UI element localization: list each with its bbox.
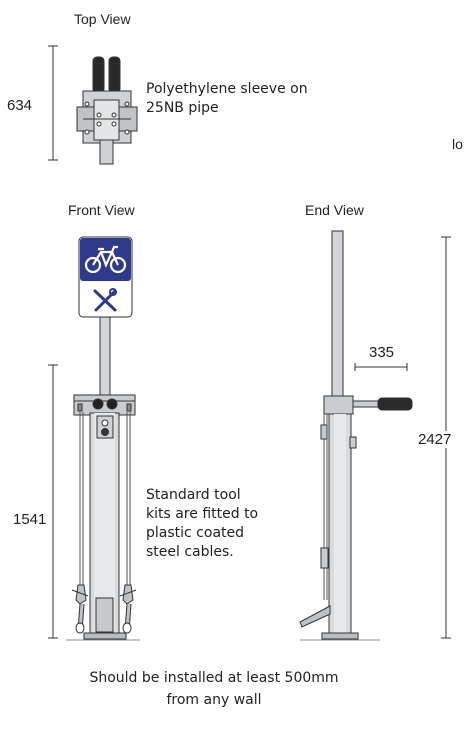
tool-note-line4: steel cables. (146, 544, 234, 560)
top-handle-right (108, 56, 121, 94)
end-handle-grip (377, 397, 413, 411)
installation-note-line1: Should be installed at least 500mm (89, 670, 339, 686)
front-tool-left (71, 584, 89, 634)
end-foot-pedal (299, 605, 331, 628)
installation-note: Should be installed at least 500mm from … (0, 667, 428, 711)
end-base-plate (321, 632, 359, 640)
bicycle-icon (84, 245, 127, 274)
end-head-bracket (323, 395, 354, 415)
end-view-title: End View (305, 202, 364, 218)
cut-off-text: lo (452, 136, 463, 152)
front-tool-right (119, 584, 137, 634)
front-height-label: 1541 (13, 511, 47, 528)
top-post-stub (99, 139, 114, 165)
tool-note-line1: Standard tool (146, 487, 241, 503)
end-upper-pole (331, 230, 344, 399)
front-base-plate (83, 632, 127, 640)
front-access-door (95, 597, 114, 633)
top-depth-label: 634 (7, 97, 33, 114)
front-view-drawing (48, 236, 140, 641)
front-upper-pole (99, 316, 111, 396)
end-handle-arm (352, 400, 380, 408)
top-view-drawing (48, 45, 138, 165)
total-height-label: 2427 (418, 431, 452, 448)
tool-note-line2: kits are fitted to (146, 506, 259, 522)
front-view-title: Front View (68, 202, 135, 218)
tools-icon (93, 288, 117, 312)
sign-bike-panel (80, 238, 131, 281)
top-handle-left (92, 56, 105, 94)
sleeve-note-line2: 25NB pipe (146, 100, 219, 116)
top-view-title: Top View (74, 11, 131, 27)
arm-length-label: 335 (369, 344, 395, 361)
sleeve-note-line1: Polyethylene sleeve on (146, 81, 308, 97)
front-pump-head (96, 415, 114, 439)
installation-note-line2: from any wall (166, 692, 262, 708)
end-view-drawing (299, 230, 451, 641)
tool-note-line3: plastic coated (146, 525, 245, 541)
